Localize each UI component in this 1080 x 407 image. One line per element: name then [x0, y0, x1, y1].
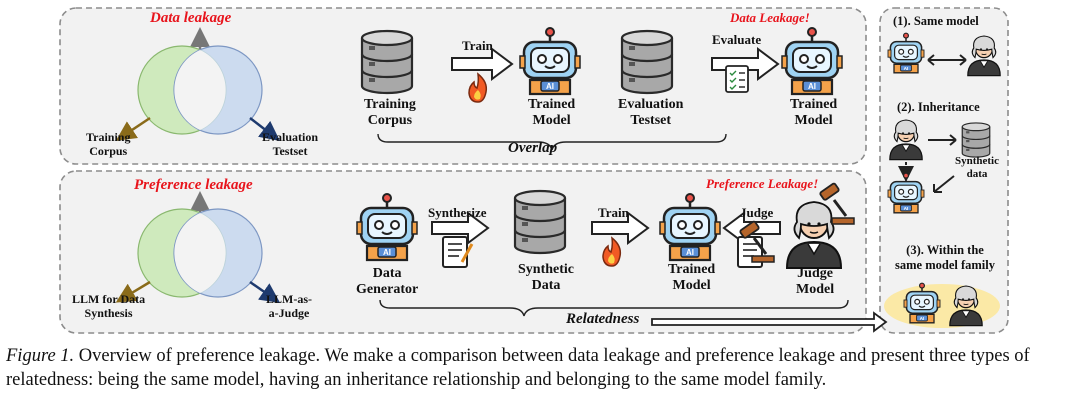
judge-label: Judge [740, 205, 774, 220]
synthetic-data-side-label: Synthetic data [955, 155, 999, 180]
same-family-label: (3). Within the same model family [895, 243, 995, 272]
venn-label-evaluation-testset: Evaluation Testset [262, 130, 319, 158]
caption-text: Overview of preference leakage. We make … [6, 346, 1030, 390]
relatedness-brace [379, 299, 849, 317]
train-arrow [451, 47, 514, 81]
synthesize-label: Synthesize [428, 205, 487, 220]
database-icon [360, 29, 414, 95]
checklist-icon [725, 65, 749, 93]
venn-label-training-corpus: Training Corpus [86, 130, 131, 158]
venn-label-llm-data-synthesis: LLM for Data Synthesis [72, 292, 146, 320]
database-icon [620, 29, 674, 95]
figure-caption: Figure 1. Overview of preference leakage… [6, 344, 1076, 392]
trained-model-label-2: Trained Model [790, 97, 838, 128]
preference-leakage-tag: Preference Leakage! [706, 176, 819, 191]
train-label: Train [462, 38, 493, 53]
trained-model-label-bottom: Trained Model [668, 262, 716, 293]
relatedness-label: Relatedness [566, 311, 640, 327]
judge-model-label: Judge Model [796, 266, 835, 297]
data-generator-label: Data Generator [356, 266, 419, 297]
venn-diagram-data-leakage [115, 27, 280, 142]
training-corpus-label: Training Corpus [364, 97, 416, 128]
venn-diagram-preference-leakage [115, 191, 281, 303]
evaluate-arrow [711, 47, 780, 81]
synthetic-data-label: Synthetic Data [518, 262, 574, 293]
inheritance-icons [887, 119, 991, 214]
inheritance-label: (2). Inheritance [897, 100, 980, 114]
database-icon [513, 189, 567, 255]
data-leakage-title: Data leakage [150, 10, 232, 26]
overlap-label: Overlap [508, 140, 558, 156]
same-model-label: (1). Same model [893, 14, 979, 28]
trained-model-label: Trained Model [528, 97, 576, 128]
evaluation-testset-label: Evaluation Testset [618, 97, 684, 128]
same-model-icons [887, 32, 1001, 77]
relatedness-panel [879, 7, 1009, 334]
venn-label-llm-as-a-judge: LLM-as- a-Judge [266, 292, 312, 320]
train-label-bottom: Train [598, 205, 629, 220]
synthesize-arrow [431, 211, 490, 245]
preference-leakage-title: Preference leakage [134, 177, 253, 193]
same-family-icons [884, 282, 1000, 328]
overlap-brace [377, 133, 727, 151]
document-pen-icon [442, 236, 474, 268]
figure-canvas: AI [59, 7, 1009, 334]
caption-label: Figure 1. [6, 346, 75, 366]
relatedness-arrow [651, 311, 888, 333]
data-leakage-tag: Data Leakage! [730, 10, 810, 25]
evaluate-label: Evaluate [712, 32, 762, 47]
train-arrow-bottom [591, 211, 650, 245]
